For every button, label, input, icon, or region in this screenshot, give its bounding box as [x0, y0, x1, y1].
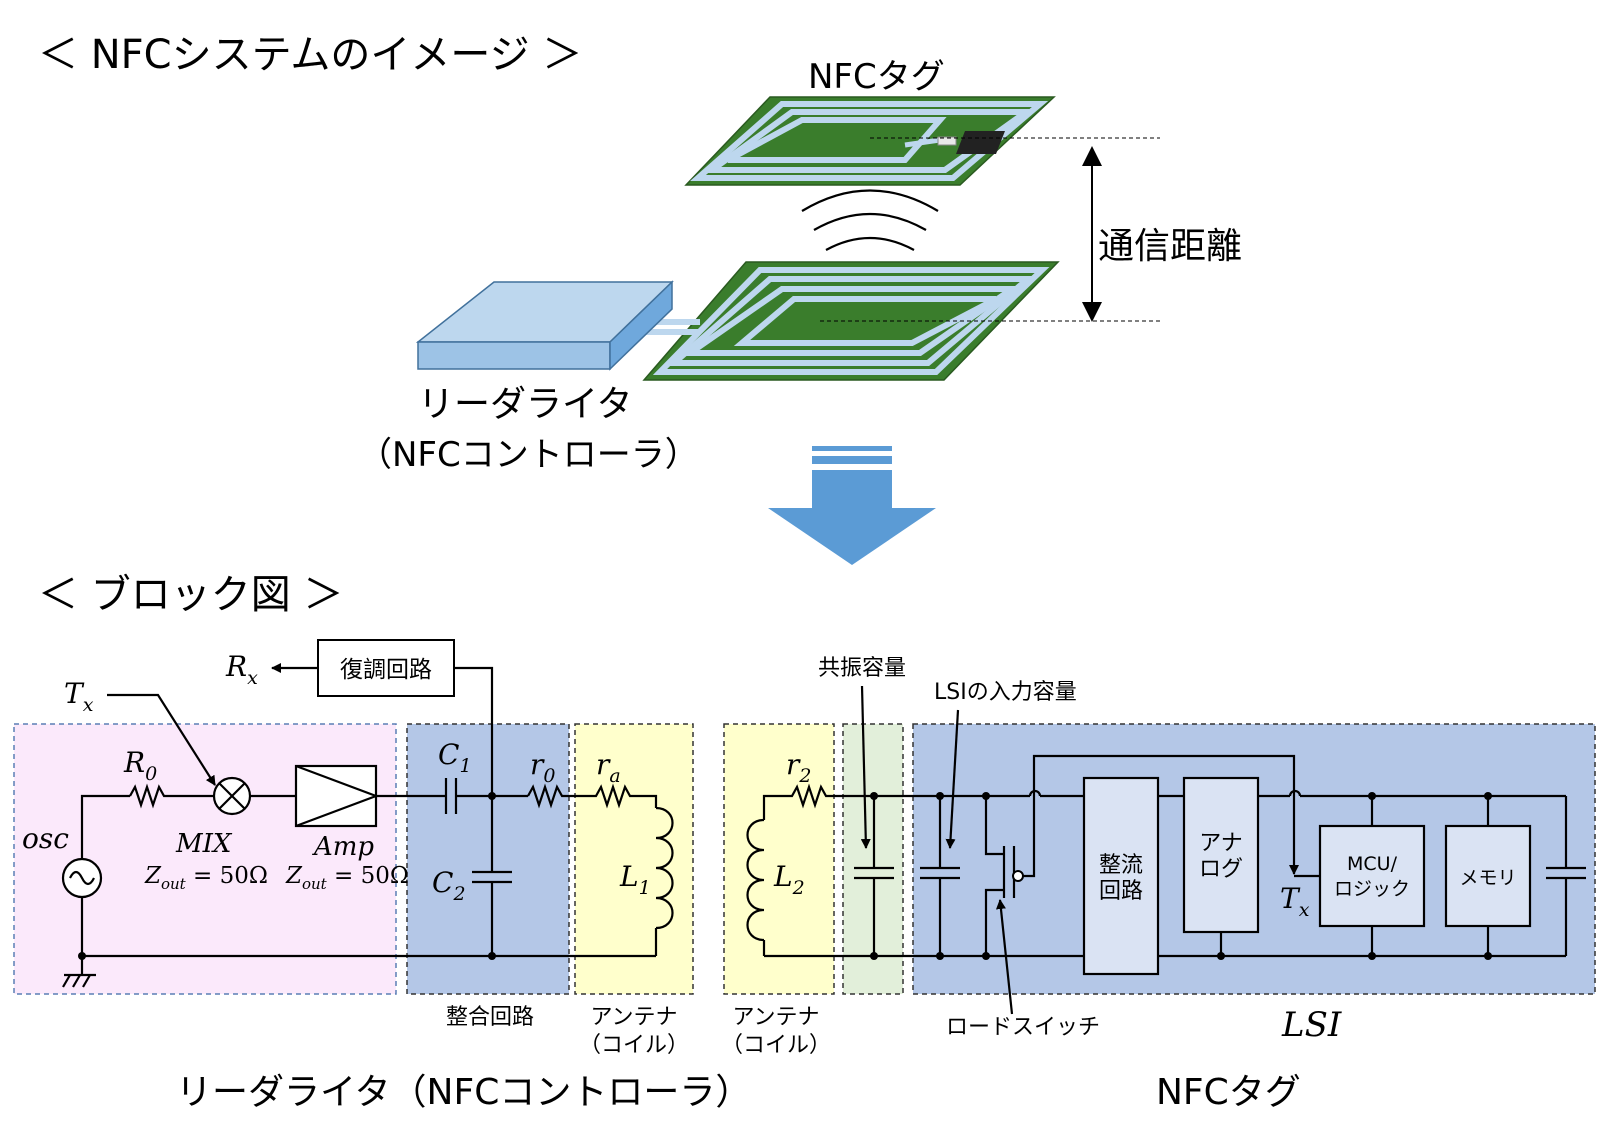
tag-antenna-label-2: （コイル） — [721, 1033, 831, 1058]
analog-block — [1182, 776, 1260, 934]
nfc-tag-board — [684, 96, 1056, 186]
lsi-input-cap-label: LSIの入力容量 — [934, 680, 1077, 705]
lsi-label: LSI — [1281, 1005, 1342, 1045]
reader-writer-device — [415, 280, 674, 371]
r2-resistor — [762, 783, 1030, 809]
resonance-cap-label: 共振容量 — [818, 656, 906, 681]
block-diagram-title: ＜ ブロック図 ＞ — [38, 572, 343, 618]
load-switch-label: ロードスイッチ — [946, 1015, 1100, 1040]
rectifier-label-1: 整流 — [1099, 853, 1143, 878]
matching-region — [406, 723, 570, 995]
reader-block-title: リーダライタ（NFCコントローラ） — [176, 1072, 751, 1113]
l1-coil — [655, 806, 674, 930]
tag-antenna-label-1: アンテナ — [732, 1005, 819, 1030]
mcu-label-2: ロジック — [1334, 878, 1410, 900]
c1-label: C1 — [438, 738, 472, 777]
reader-label-line2: （NFCコントローラ） — [358, 435, 699, 475]
tag-block-title: NFCタグ — [1156, 1072, 1301, 1113]
c2-label: C2 — [432, 866, 466, 905]
mix-label: MIX — [175, 829, 233, 859]
l1-label: L1 — [619, 860, 651, 899]
reader-label-line1: リーダライタ — [418, 384, 633, 425]
analog-label-2: ログ — [1199, 857, 1243, 882]
r0-small-label: r0 — [530, 748, 555, 787]
l2-label: L2 — [773, 860, 805, 899]
memory-label: メモリ — [1459, 867, 1516, 889]
reader-antenna-label-1: アンテナ — [590, 1005, 677, 1030]
amp-zout: Zout = 50Ω — [285, 863, 409, 893]
demod-label: 復調回路 — [340, 657, 432, 683]
memory-block — [1444, 824, 1532, 928]
r2-label: r2 — [786, 748, 811, 787]
rectifier-block — [1082, 776, 1160, 976]
mcu-block — [1318, 824, 1426, 928]
system-image-title: ＜ NFCシステムのイメージ ＞ — [38, 32, 582, 78]
r0-resistor — [129, 783, 214, 809]
tag-chip — [956, 131, 1005, 154]
distance-label: 通信距離 — [1098, 226, 1242, 267]
r0-label: R0 — [123, 746, 157, 785]
tag-tx-label: Tx — [1280, 882, 1310, 921]
r0-small-resistor — [527, 783, 574, 809]
rectifier-label-2: 回路 — [1099, 879, 1143, 904]
osc-label: osc — [22, 822, 69, 855]
reader-antenna-region — [574, 723, 694, 995]
analog-label-1: アナ — [1199, 831, 1243, 856]
ra-label: ra — [596, 748, 621, 787]
rx-label: Rx — [225, 650, 258, 689]
reader-antenna-label-2: （コイル） — [579, 1033, 689, 1058]
mcu-label-1: MCU/ — [1347, 853, 1398, 875]
l2-coil — [746, 818, 765, 942]
down-arrow — [768, 446, 936, 565]
demod-box — [317, 639, 455, 697]
ra-resistor — [574, 783, 658, 809]
tx-label: Tx — [64, 677, 94, 716]
tag-antenna-region — [723, 723, 835, 995]
amplifier — [294, 764, 378, 828]
matching-label: 整合回路 — [446, 1005, 534, 1030]
mix-zout: Zout = 50Ω — [144, 863, 268, 893]
amp-label: Amp — [312, 832, 374, 862]
tag-label: NFCタグ — [808, 57, 945, 97]
tag-pad — [937, 136, 957, 146]
